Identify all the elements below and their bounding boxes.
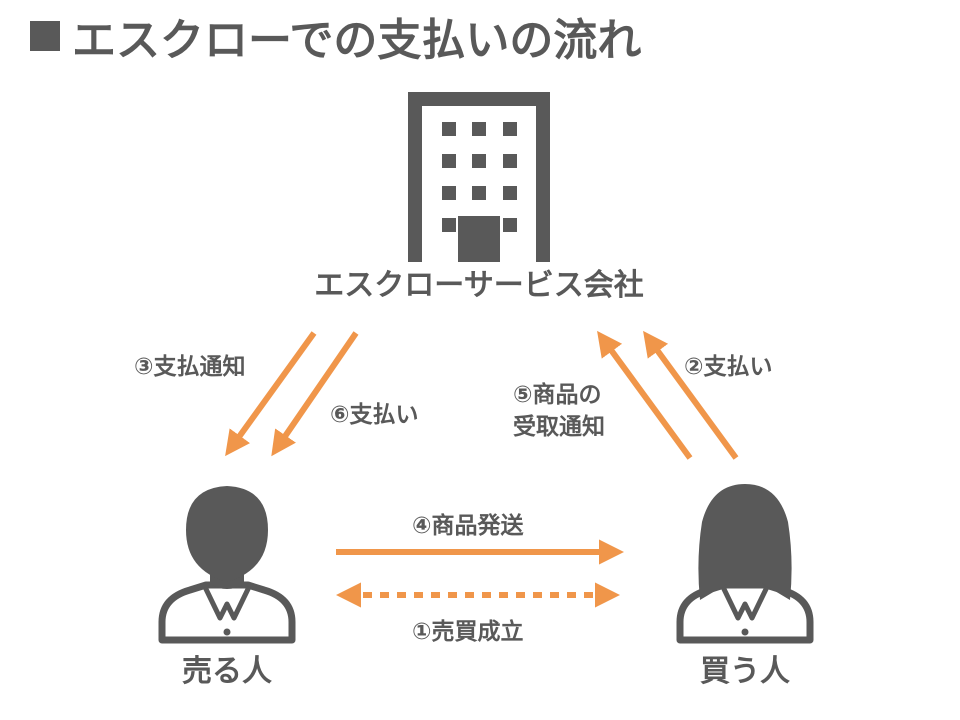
- step3-label: ③支払通知: [134, 354, 246, 380]
- title-text: エスクローでの支払いの流れ: [72, 15, 642, 66]
- arrow-step5-receipt-notice: [597, 330, 693, 460]
- female-person-icon: [676, 484, 814, 644]
- arrow-step3-notify-seller: [225, 331, 317, 457]
- office-building-icon: [408, 92, 550, 262]
- arrow-step6-pay-seller: [271, 331, 359, 457]
- page-title: エスクローでの支払いの流れ: [30, 4, 641, 68]
- male-person-icon: [158, 486, 296, 644]
- step5-label-line2: 受取通知: [513, 414, 605, 440]
- step1-label: ①売買成立: [412, 619, 524, 645]
- step6-label: ⑥支払い: [330, 402, 419, 428]
- buyer-label: 買う人: [700, 654, 790, 689]
- title-bullet-square: [30, 21, 60, 51]
- seller-label: 売る人: [182, 654, 272, 689]
- arrow-step2-buyer-payment: [643, 330, 739, 460]
- step4-label: ④商品発送: [412, 513, 524, 539]
- step2-label: ②支払い: [684, 354, 773, 380]
- step5-label-line1: ⑤商品の: [513, 382, 602, 408]
- escrow-company-label: エスクローサービス会社: [314, 268, 644, 303]
